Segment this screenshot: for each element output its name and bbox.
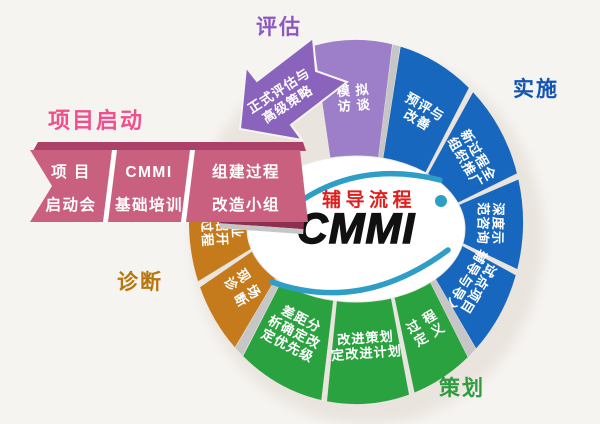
ring-segment	[200, 245, 283, 348]
ring-separator	[424, 268, 476, 357]
ring-segment-label: 模 拟访 谈	[336, 81, 371, 114]
ribbon-top-edge	[33, 142, 306, 151]
ring-segment	[383, 46, 469, 174]
ribbon-segment-label: 项 目启动会	[45, 163, 96, 214]
ribbon-separator	[181, 150, 195, 222]
ribbon-ring-separator	[219, 223, 304, 235]
ribbon-segment-label: 组建过程改造小组	[212, 162, 280, 214]
ring-separator	[378, 44, 401, 159]
phase-label-diagnosis: 诊断	[117, 271, 163, 294]
phase-label-implementation: 实施	[513, 78, 559, 101]
ring-segment	[314, 40, 393, 159]
ring-segment	[427, 92, 517, 205]
ring-segment	[391, 271, 468, 393]
ring-segment	[454, 179, 523, 270]
ring-separator	[235, 267, 287, 356]
assessment-arrow	[238, 36, 350, 142]
logo-dot	[435, 195, 447, 207]
logo-swoosh-bottom	[269, 247, 451, 296]
ribbon-separator	[103, 150, 117, 222]
phase-label-planning: 策划	[439, 377, 485, 400]
ring-segment	[327, 284, 409, 404]
ring-segment-label: 深度示范咨询	[475, 202, 507, 245]
ring-segment	[243, 270, 335, 401]
ring-segment-label: 改进策划定改进计划	[329, 327, 402, 363]
logo-brand: CMMI	[297, 205, 416, 253]
ribbon-banner	[30, 150, 308, 222]
phase-label-project-launch: 项目启动	[48, 108, 145, 133]
ring-segment	[429, 241, 516, 349]
phase-label-assessment: 评估	[256, 16, 302, 39]
logo-tagline: 辅导流程	[322, 188, 416, 211]
